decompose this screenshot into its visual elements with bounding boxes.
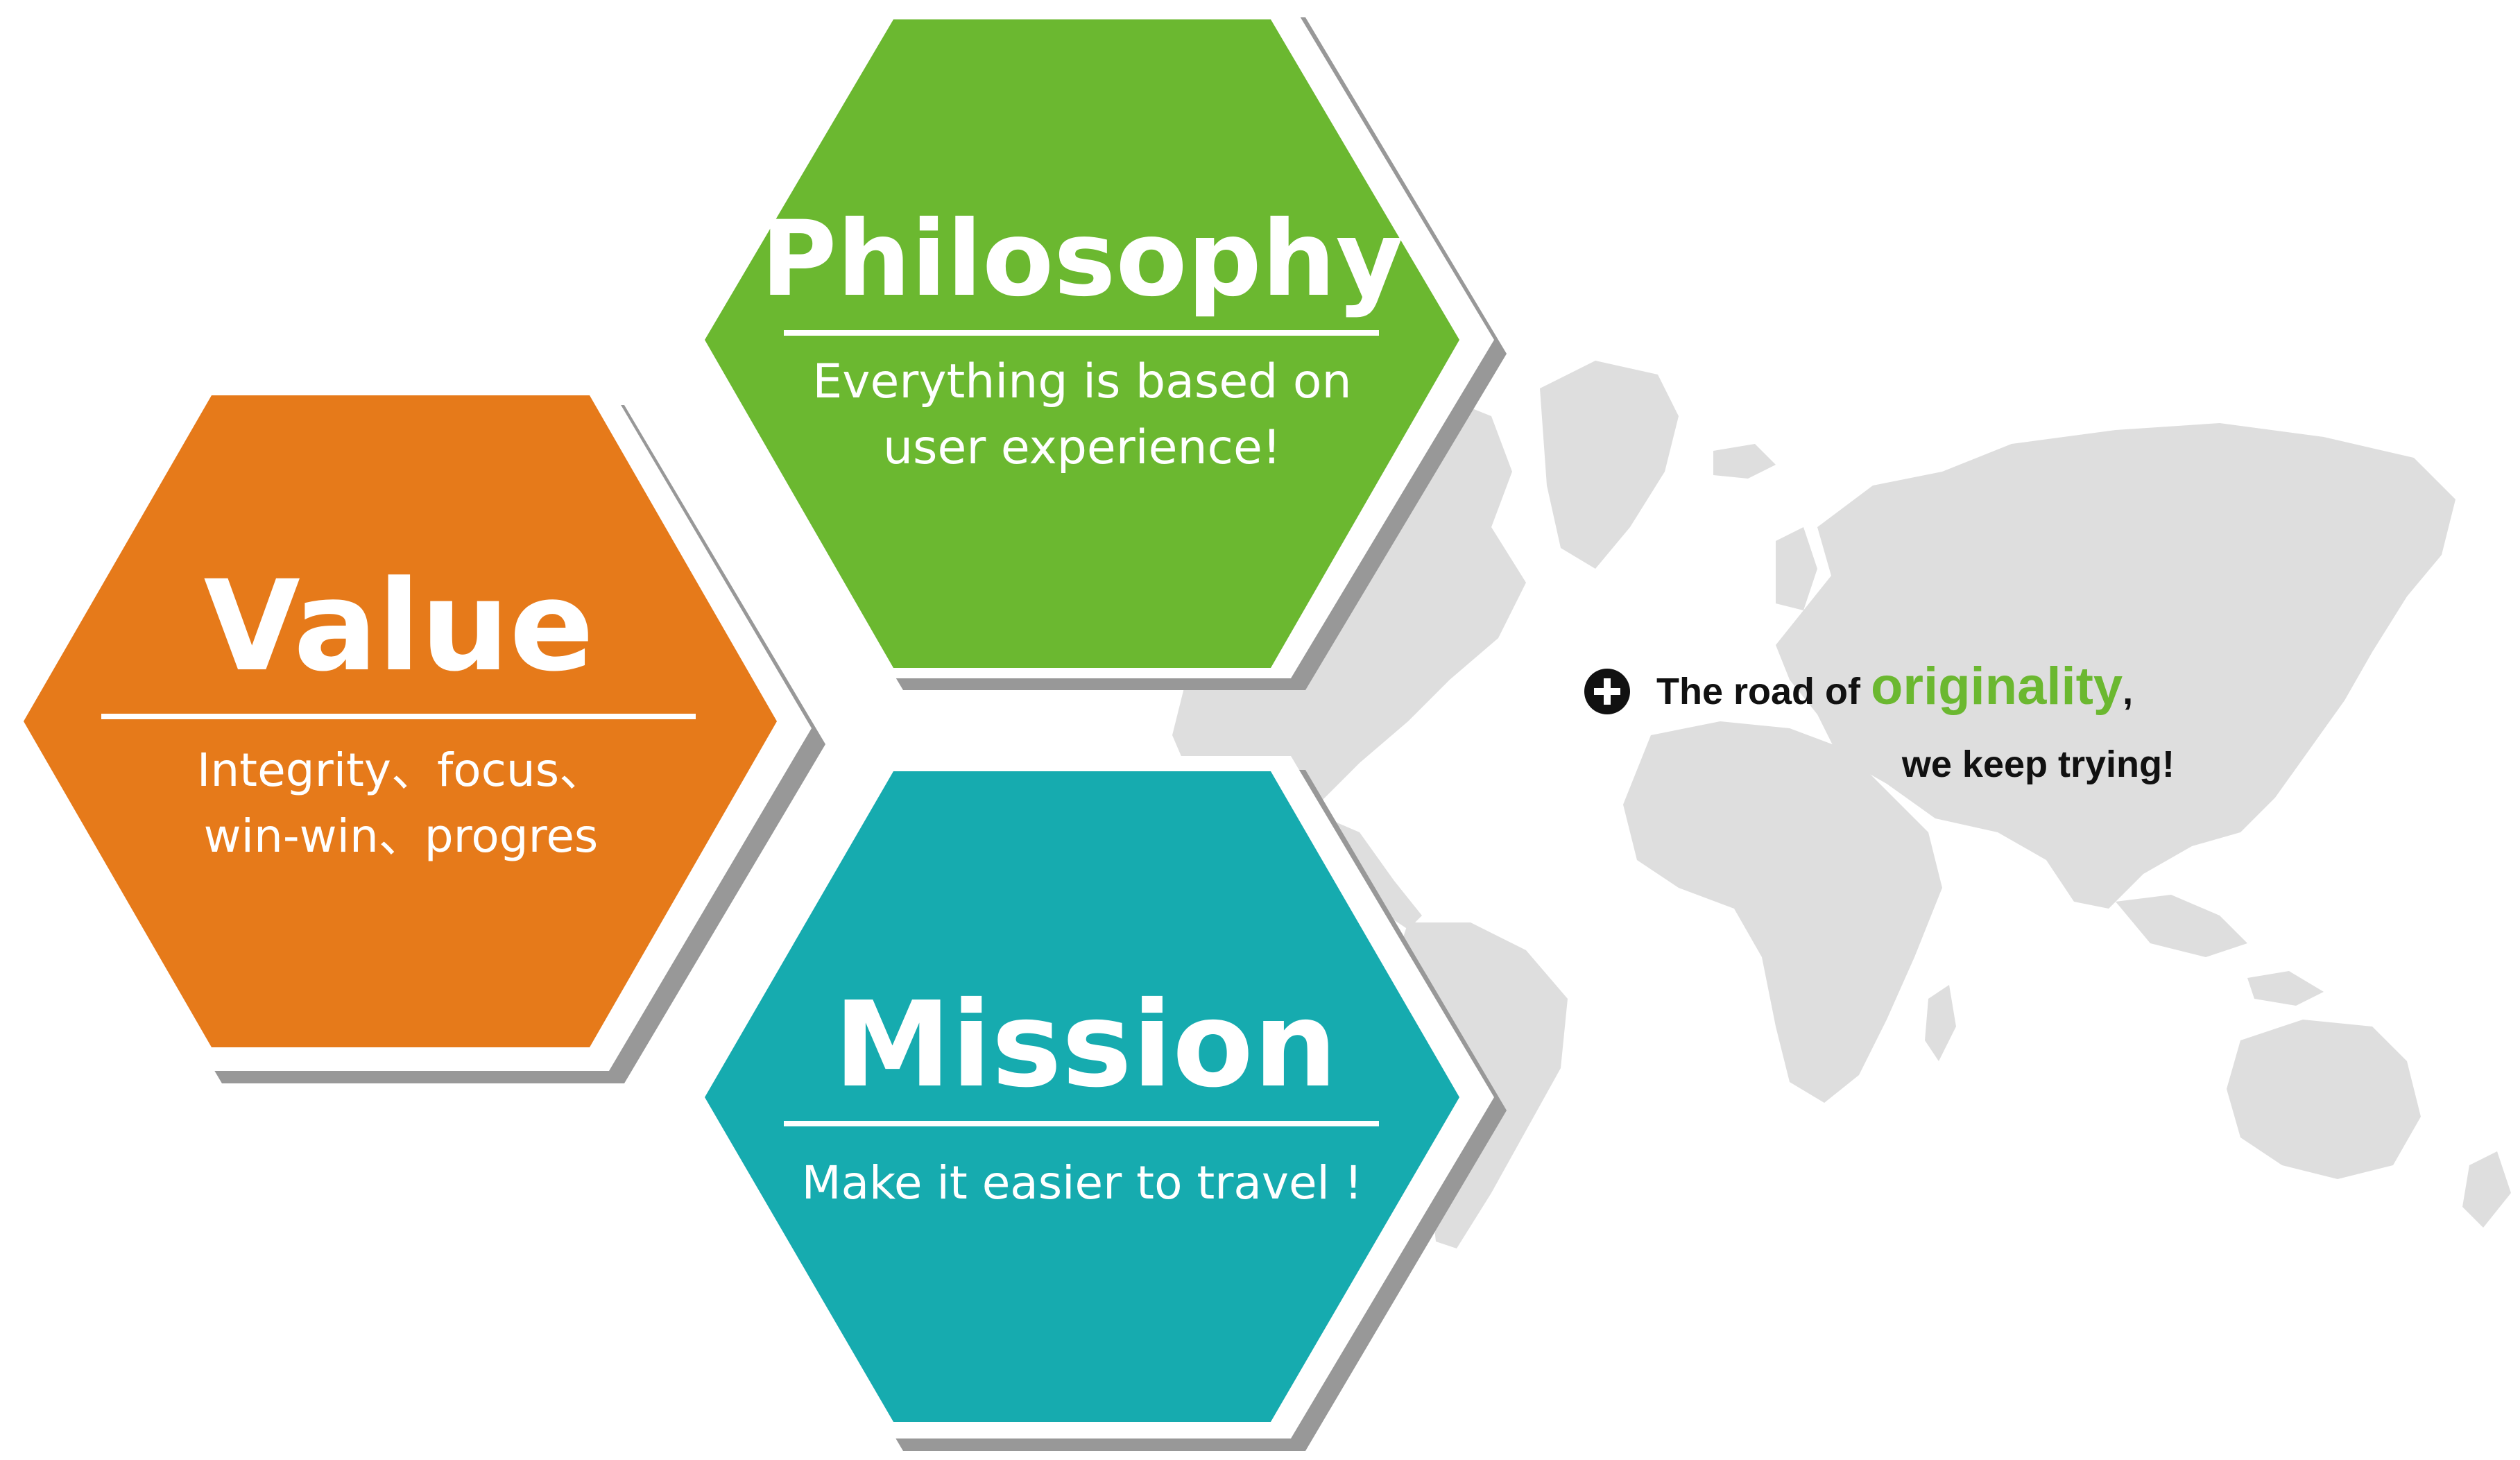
value-hexagon: Value Integrity、focus、 win-win、progres [4,385,825,1083]
value-title: Value [204,554,594,699]
mission-title: Mission [834,977,1337,1114]
tagline-prefix: The road of [1656,671,1871,712]
tagline: The road of originality, we keep trying! [1584,657,2175,785]
philosophy-line-1: Everything is based on [812,354,1351,409]
tagline-line-1: The road of originality, [1656,657,2133,716]
mission-line-1: Make it easier to travel ! [802,1156,1363,1210]
plus-circle-icon [1584,669,1630,714]
philosophy-hexagon-shape [705,19,1459,668]
value-hexagon-shape [24,395,777,1047]
mission-hexagon-shape [705,771,1459,1422]
philosophy-hexagon: Philosophy Everything is based on user e… [685,1,1507,690]
tagline-highlight: originality [1871,657,2123,716]
philosophy-title: Philosophy [761,199,1404,320]
tagline-suffix: , [2123,671,2133,712]
mission-hexagon: Mission Make it easier to travel ! [685,756,1507,1451]
world-map-background [1172,361,2511,1248]
value-line-2: win-win、progres [204,809,599,863]
philosophy-line-2: user experience! [883,420,1281,475]
value-line-1: Integrity、focus、 [197,744,605,797]
tagline-line-2: we keep trying! [1901,744,2175,785]
